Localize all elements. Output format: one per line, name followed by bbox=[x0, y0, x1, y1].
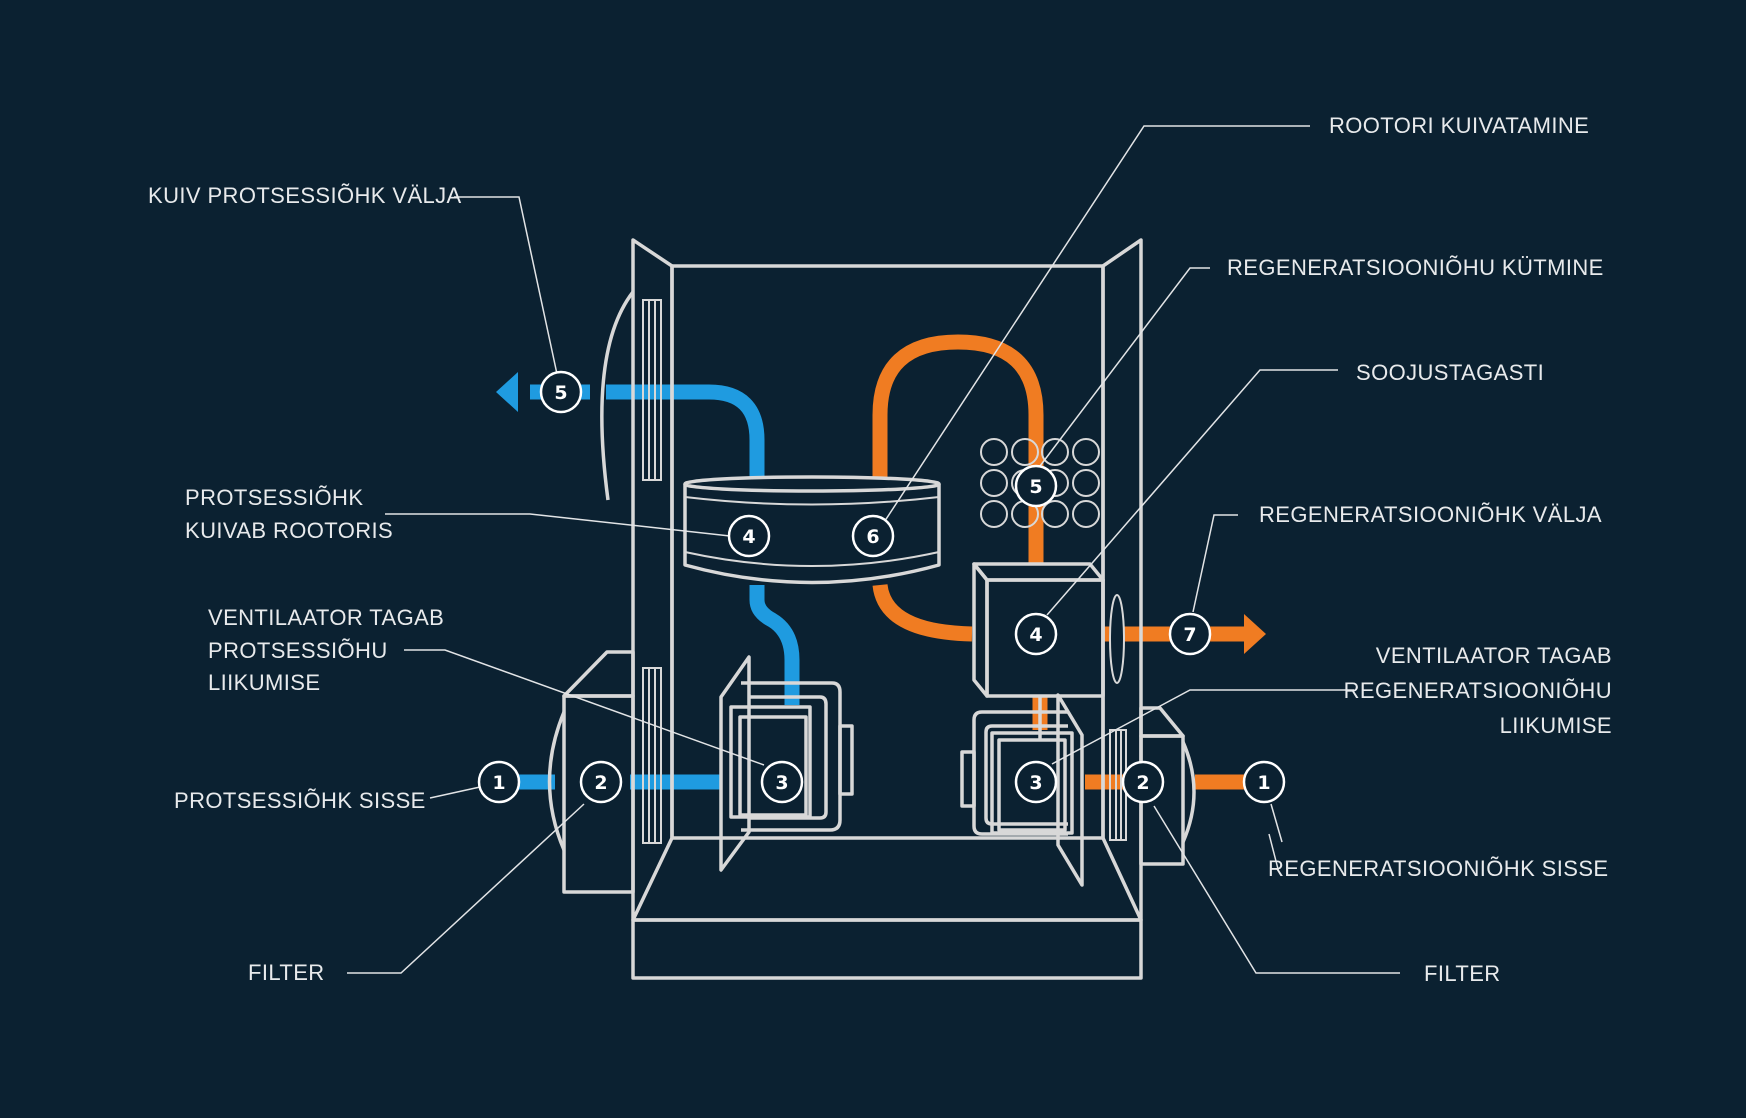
svg-text:1: 1 bbox=[492, 772, 505, 794]
badge-regen-in: 1 bbox=[1242, 760, 1286, 804]
label-filter-right: FILTER bbox=[1424, 961, 1501, 986]
label-fan-process-1: VENTILAATOR TAGAB bbox=[208, 605, 444, 630]
right-fan-bracket bbox=[1056, 693, 1084, 887]
left-filter-top bbox=[562, 650, 635, 698]
svg-text:3: 3 bbox=[1029, 772, 1042, 794]
label-fan-regen-2: REGENERATSIOONIÕHU bbox=[1344, 678, 1612, 703]
regen-air-path bbox=[872, 334, 1266, 790]
left-fan-bracket bbox=[719, 655, 751, 872]
leader-fan-regen bbox=[1051, 689, 1354, 765]
right-fan-housing bbox=[990, 731, 1074, 835]
label-process-dries-2: KUIVAB ROOTORIS bbox=[185, 518, 393, 543]
label-regen-heating: REGENERATSIOONIÕHU KÜTMINE bbox=[1227, 255, 1604, 280]
process-air-out-arrow bbox=[496, 372, 518, 412]
badge-regen-out: 7 bbox=[1168, 612, 1212, 656]
regen-air-out-arrow bbox=[1244, 614, 1266, 654]
right-fan-wheel bbox=[997, 738, 1067, 832]
label-rotor-drying: ROOTORI KUIVATAMINE bbox=[1329, 113, 1589, 138]
label-fan-regen-1: VENTILAATOR TAGAB bbox=[1376, 643, 1612, 668]
left-fan bbox=[719, 655, 854, 872]
cabinet bbox=[600, 238, 1143, 980]
svg-text:4: 4 bbox=[742, 526, 755, 548]
left-fan-housing bbox=[729, 705, 812, 819]
label-regen-out: REGENERATSIOONIÕHK VÄLJA bbox=[1259, 502, 1602, 527]
rotor bbox=[683, 475, 941, 585]
right-fan-scroll-inner bbox=[984, 724, 1068, 826]
svg-text:2: 2 bbox=[1136, 772, 1149, 794]
rotor-body bbox=[683, 484, 941, 585]
regen-air-duct-rotor-hx bbox=[872, 583, 973, 642]
left-filter-housing bbox=[547, 650, 635, 894]
cabinet-left-side bbox=[631, 238, 674, 922]
badge-rotor-regen: 6 bbox=[851, 514, 895, 558]
heat-exchanger-box bbox=[972, 562, 1105, 698]
label-process-dries-1: PROTSESSIÕHK bbox=[185, 485, 363, 510]
right-fan bbox=[960, 693, 1084, 887]
badge-heater: 5 bbox=[1014, 464, 1058, 508]
svg-text:5: 5 bbox=[1029, 476, 1042, 498]
right-fan-motor bbox=[960, 750, 976, 808]
leader-regen-heating bbox=[1036, 267, 1210, 471]
badge-process-out: 5 bbox=[539, 370, 583, 414]
svg-text:2: 2 bbox=[594, 772, 607, 794]
left-fan-scroll-inner bbox=[749, 695, 828, 820]
process-air-duct-mid bbox=[749, 585, 800, 705]
label-fan-regen-3: LIIKUMISE bbox=[1500, 713, 1612, 738]
rotor-band-top bbox=[684, 496, 940, 506]
badge-filter-left: 2 bbox=[579, 760, 623, 804]
svg-text:4: 4 bbox=[1029, 624, 1042, 646]
label-dry-process-out: KUIV PROTSESSIÕHK VÄLJA bbox=[148, 183, 462, 208]
badge-rotor-process: 4 bbox=[727, 514, 771, 558]
leader-rotor-drying bbox=[874, 125, 1310, 537]
leader-process-in bbox=[429, 786, 481, 799]
leader-heat-exchanger bbox=[1046, 369, 1338, 616]
right-filter-inlet-hood bbox=[1181, 741, 1196, 843]
left-fan-wheel bbox=[738, 715, 808, 817]
left-grille-top bbox=[642, 299, 662, 481]
leader-filter-right bbox=[1153, 805, 1400, 974]
badge-fan-right: 3 bbox=[1014, 760, 1058, 804]
badge-heat-exchanger: 4 bbox=[1014, 612, 1058, 656]
label-fan-process-2: PROTSESSIÕHU bbox=[208, 638, 388, 663]
left-filter-inlet-hood bbox=[547, 711, 566, 851]
label-fan-process-3: LIIKUMISE bbox=[208, 670, 320, 695]
leader-lines bbox=[347, 125, 1400, 974]
labels: KUIV PROTSESSIÕHK VÄLJA ROOTORI KUIVATAM… bbox=[148, 113, 1612, 986]
label-heat-exchanger: SOOJUSTAGASTI bbox=[1356, 360, 1544, 385]
left-fan-motor bbox=[838, 724, 854, 796]
svg-text:3: 3 bbox=[775, 772, 788, 794]
rotor-band-bottom bbox=[684, 551, 940, 567]
regen-air-duct-loop bbox=[872, 334, 1044, 565]
leader-regen-out bbox=[1192, 514, 1238, 613]
left-grille-bottom bbox=[642, 667, 662, 844]
svg-text:6: 6 bbox=[866, 526, 879, 548]
regen-outlet-ring bbox=[1109, 594, 1125, 684]
label-process-in: PROTSESSIÕHK SISSE bbox=[174, 788, 426, 813]
cabinet-right-side bbox=[1101, 238, 1143, 922]
right-filter-top bbox=[1139, 706, 1185, 738]
heater-coils bbox=[980, 438, 1100, 528]
rotor-top bbox=[683, 475, 941, 493]
label-regen-in: REGENERATSIOONIÕHK SISSE bbox=[1268, 856, 1608, 881]
leader-dry-process-out bbox=[454, 196, 558, 375]
process-air-duct-top bbox=[606, 384, 765, 478]
leader-process-dries bbox=[385, 513, 731, 537]
badge-fan-left: 3 bbox=[760, 760, 804, 804]
leader-regen-in bbox=[1270, 803, 1283, 843]
left-outlet-hood bbox=[600, 290, 635, 501]
leader-filter-left bbox=[347, 803, 585, 974]
svg-text:5: 5 bbox=[554, 382, 567, 404]
svg-text:1: 1 bbox=[1257, 772, 1270, 794]
badge-filter-right: 2 bbox=[1121, 760, 1165, 804]
label-filter-left: FILTER bbox=[248, 960, 325, 985]
leader-fan-process bbox=[404, 649, 765, 766]
svg-text:7: 7 bbox=[1183, 624, 1196, 646]
cabinet-base bbox=[631, 918, 1143, 980]
badge-process-in: 1 bbox=[477, 760, 521, 804]
